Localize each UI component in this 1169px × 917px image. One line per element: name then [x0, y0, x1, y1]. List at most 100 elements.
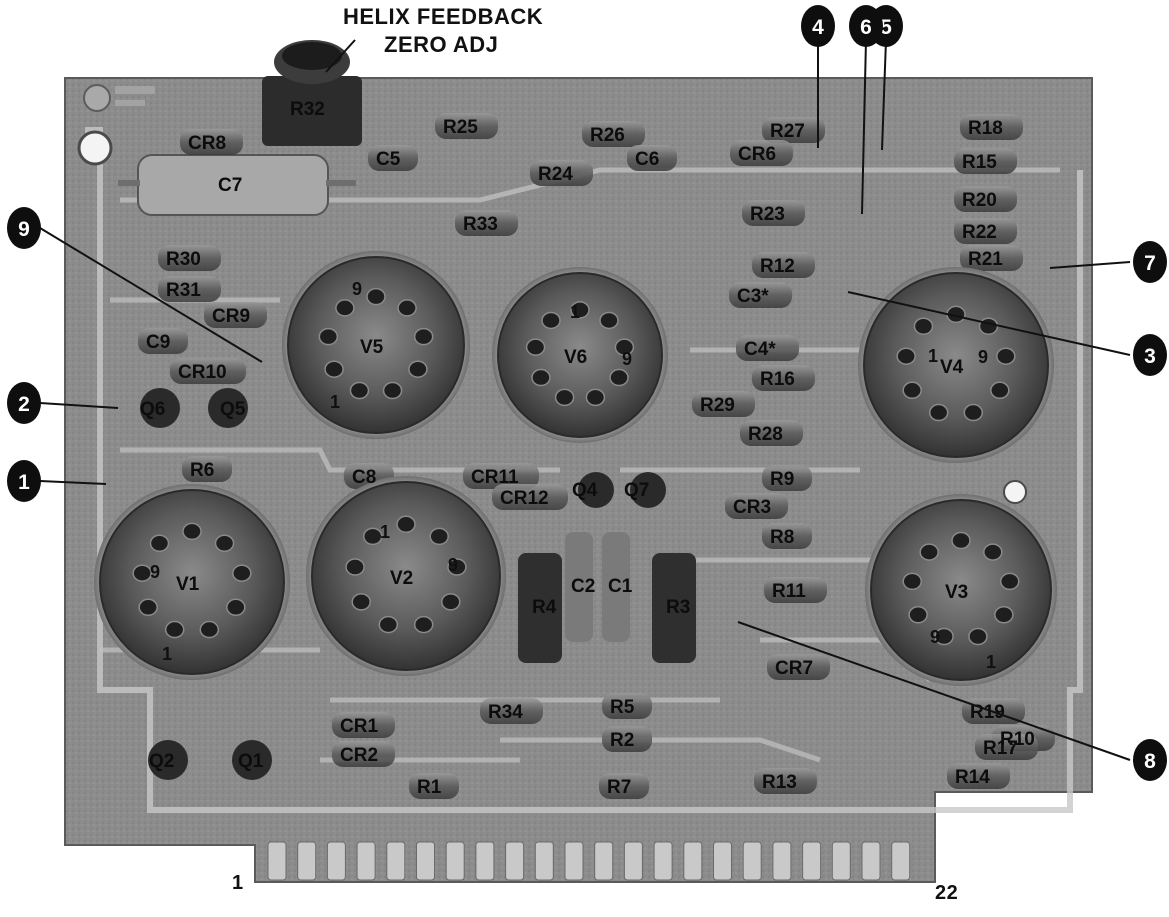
svg-text:1: 1 [18, 471, 30, 494]
pin-number: 1 [570, 302, 580, 322]
label-cr10: CR10 [178, 362, 227, 383]
label-r26: R26 [590, 125, 625, 146]
label-r21: R21 [968, 249, 1003, 270]
pin-number: 9 [448, 555, 458, 575]
mounting-hole-right [1003, 480, 1027, 504]
heading-line-1: HELIX FEEDBACK [343, 4, 544, 29]
pin-number: 9 [978, 347, 988, 367]
label-r32: R32 [290, 99, 325, 120]
label-r20: R20 [962, 190, 997, 211]
tube-v4: V4 [940, 357, 964, 378]
label-r14: R14 [955, 767, 990, 788]
tube-v6: V6 [564, 347, 587, 368]
edge-connector [267, 841, 911, 881]
callout-6: 6 [849, 5, 883, 47]
label-q5: Q5 [220, 399, 246, 420]
label-r2: R2 [610, 730, 634, 751]
label-r4: R4 [532, 597, 557, 618]
label-r8: R8 [770, 527, 794, 548]
label-c9: C9 [146, 332, 170, 353]
label-cr12: CR12 [500, 488, 549, 509]
svg-text:8: 8 [1144, 750, 1156, 773]
label-r27: R27 [770, 121, 805, 142]
label-cr3: CR3 [733, 497, 771, 518]
label-r25: R25 [443, 117, 478, 138]
label-cr1: CR1 [340, 716, 378, 737]
label-cr2: CR2 [340, 745, 378, 766]
label-r10: R10 [1000, 729, 1035, 750]
pin-number: 9 [930, 627, 940, 647]
pin-number: 1 [986, 652, 996, 672]
label-r23: R23 [750, 204, 785, 225]
label-r34: R34 [488, 702, 523, 723]
label-r13: R13 [762, 772, 797, 793]
mounting-hole-left [77, 130, 113, 166]
heading-line-2: ZERO ADJ [384, 32, 499, 57]
label-r5: R5 [610, 697, 635, 718]
edge-label-right: 22 [935, 882, 959, 904]
callout-4: 4 [801, 5, 835, 47]
label-r33: R33 [463, 214, 498, 235]
resistor-bodies [138, 113, 1055, 799]
label-cr8: CR8 [188, 133, 226, 154]
label-r28: R28 [748, 424, 783, 445]
callout-7: 7 [1133, 241, 1167, 283]
pin-number: 9 [352, 279, 362, 299]
label-q7: Q7 [624, 480, 649, 501]
svg-text:2: 2 [18, 393, 30, 416]
label-r1: R1 [417, 777, 442, 798]
capacitor-c7 [118, 154, 356, 216]
trace-border [85, 127, 1083, 813]
tube-v5: V5 [360, 337, 384, 358]
label-c1: C1 [608, 576, 633, 597]
tube-v2: V2 [390, 568, 413, 589]
label-r18: R18 [968, 118, 1003, 139]
label-cr11: CR11 [471, 467, 519, 488]
edge-label-left: 1 [232, 872, 244, 894]
label-q2: Q2 [149, 751, 174, 772]
label-r30: R30 [166, 249, 201, 270]
label-c7: C7 [218, 175, 242, 196]
pin-number: 1 [162, 644, 172, 664]
pin-number: 9 [150, 562, 160, 582]
label-r12: R12 [760, 256, 795, 277]
label-q4: Q4 [572, 480, 598, 501]
label-r9: R9 [770, 469, 794, 490]
label-c2: C2 [571, 576, 595, 597]
label-r29: R29 [700, 395, 735, 416]
svg-text:3: 3 [1144, 345, 1156, 368]
tube-v1: V1 [176, 574, 200, 595]
label-r31: R31 [166, 280, 201, 301]
pin-number: 1 [928, 346, 938, 366]
label-r3: R3 [666, 597, 690, 618]
label-cr7: CR7 [775, 658, 813, 679]
label-c8: C8 [352, 467, 376, 488]
pin-number: 1 [380, 522, 390, 542]
label-r24: R24 [538, 164, 573, 185]
callout-9: 9 [7, 207, 41, 249]
callout-2: 2 [7, 382, 41, 424]
tube-v3: V3 [945, 582, 968, 603]
svg-text:6: 6 [860, 16, 872, 39]
label-c6: C6 [635, 149, 659, 170]
tube-sockets [94, 251, 1057, 686]
label-r6: R6 [190, 460, 214, 481]
label-r16: R16 [760, 369, 795, 390]
callout-3: 3 [1133, 334, 1167, 376]
label-c4-star: C4* [744, 339, 776, 360]
transistors [140, 388, 666, 780]
label-r15: R15 [962, 152, 997, 173]
label-cr9: CR9 [212, 306, 250, 327]
label-c3-star: C3* [737, 286, 769, 307]
svg-text:9: 9 [18, 218, 30, 241]
label-c5: C5 [376, 149, 401, 170]
pin-number: 1 [330, 392, 340, 412]
potentiometer-r32[interactable] [262, 40, 362, 146]
callout-leaders [39, 39, 1131, 761]
label-q6: Q6 [140, 399, 165, 420]
